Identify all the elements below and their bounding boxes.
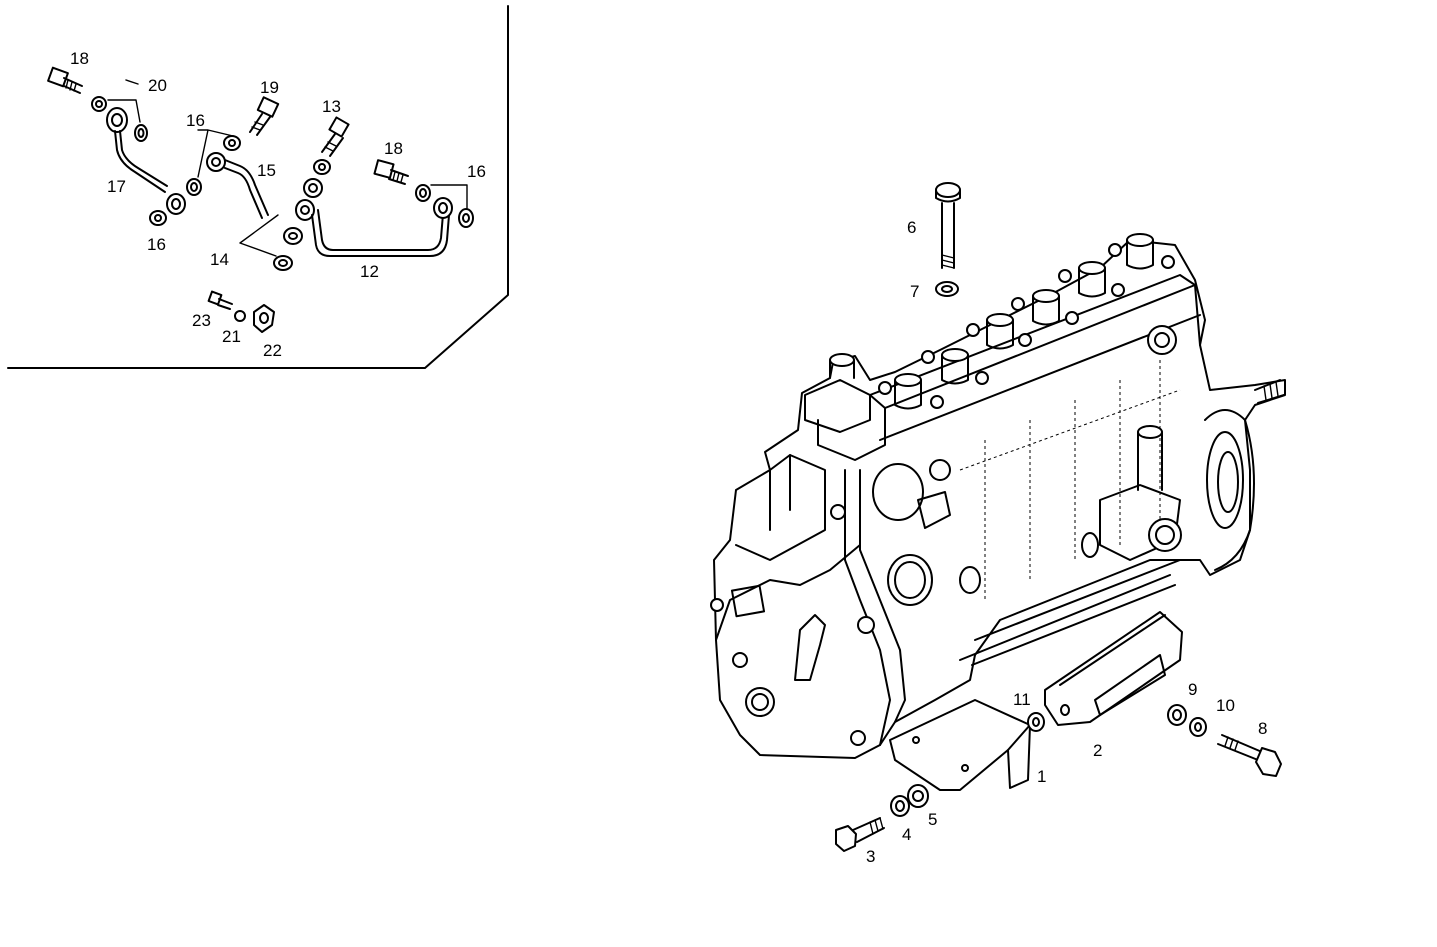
washer-4-hole: [895, 800, 905, 812]
washer-9-hole: [1172, 709, 1182, 721]
bracket-1: [889, 699, 1031, 791]
callout-10: 10: [1216, 696, 1235, 715]
callout-labels: 1 2 3 4 5 6 7 8 9 10 11 12 13 14 15 16 1…: [70, 49, 1267, 866]
callout-23: 23: [192, 311, 211, 330]
callout-13: 13: [322, 97, 341, 116]
banjo-bolt-18a: [47, 66, 83, 94]
banjo-bolt-18b: [373, 159, 409, 185]
callout-4: 4: [902, 825, 911, 844]
pipe-17: [106, 107, 186, 215]
inspection-port: [872, 459, 981, 606]
callout-16c: 16: [467, 162, 486, 181]
bolt-8: [1217, 734, 1282, 777]
callout-12: 12: [360, 262, 379, 281]
pipe-12: [283, 159, 450, 257]
clamp-22: [253, 304, 275, 333]
washer-16c-hole: [228, 139, 236, 147]
washer-10-hole: [1194, 722, 1202, 732]
callout-20: 20: [148, 76, 167, 95]
callout-19: 19: [260, 78, 279, 97]
washer-20a-hole: [95, 100, 103, 108]
callout-18a: 18: [70, 49, 89, 68]
callout-9: 9: [1188, 680, 1197, 699]
pipe-15: [206, 152, 269, 219]
drive-flange: [1147, 325, 1285, 571]
pipe-12-eye-hole: [438, 202, 448, 214]
screw-23: [207, 290, 233, 310]
callout-3: 3: [866, 847, 875, 866]
support-block-2: [1044, 611, 1183, 726]
bolt-3: [835, 817, 885, 852]
callout-7: 7: [910, 282, 919, 301]
washer-16a-hole: [154, 214, 162, 222]
nut-11-hole: [1032, 717, 1040, 727]
inset-leader-lines: [107, 79, 468, 257]
banjo-bolt-13: [321, 116, 350, 157]
callout-16a: 16: [186, 111, 205, 130]
governor-housing: [710, 353, 906, 746]
callout-14: 14: [210, 250, 229, 269]
injection-pump: [710, 233, 1286, 759]
fuel-inlet-fitting: [1081, 425, 1182, 561]
callout-8: 8: [1258, 719, 1267, 738]
washer-16b-hole: [190, 182, 198, 192]
main-loose-parts: [835, 182, 1282, 852]
washer-16d-hole: [419, 188, 427, 198]
callout-18b: 18: [384, 139, 403, 158]
inset-frame: [7, 5, 509, 369]
washer-14-hole: [278, 259, 288, 267]
bolt-6: [935, 182, 961, 269]
callout-2: 2: [1093, 741, 1102, 760]
callout-22: 22: [263, 341, 282, 360]
washer-5-hole: [912, 790, 924, 802]
washer-16e-hole: [462, 213, 470, 223]
washer-7-hole: [941, 285, 953, 293]
banjo-bolt-19: [249, 96, 280, 136]
washer-21: [234, 310, 246, 322]
callout-17: 17: [107, 177, 126, 196]
washer-20b-hole: [137, 128, 145, 138]
callout-1: 1: [1037, 767, 1046, 786]
callout-21: 21: [222, 327, 241, 346]
plunger-row: [878, 233, 1175, 410]
hidden-lines: [959, 360, 1181, 600]
callout-15: 15: [257, 161, 276, 180]
callout-6: 6: [907, 218, 916, 237]
callout-5: 5: [928, 810, 937, 829]
inset-parts: [47, 66, 474, 333]
callout-16b: 16: [147, 235, 166, 254]
callout-11: 11: [1013, 690, 1031, 709]
